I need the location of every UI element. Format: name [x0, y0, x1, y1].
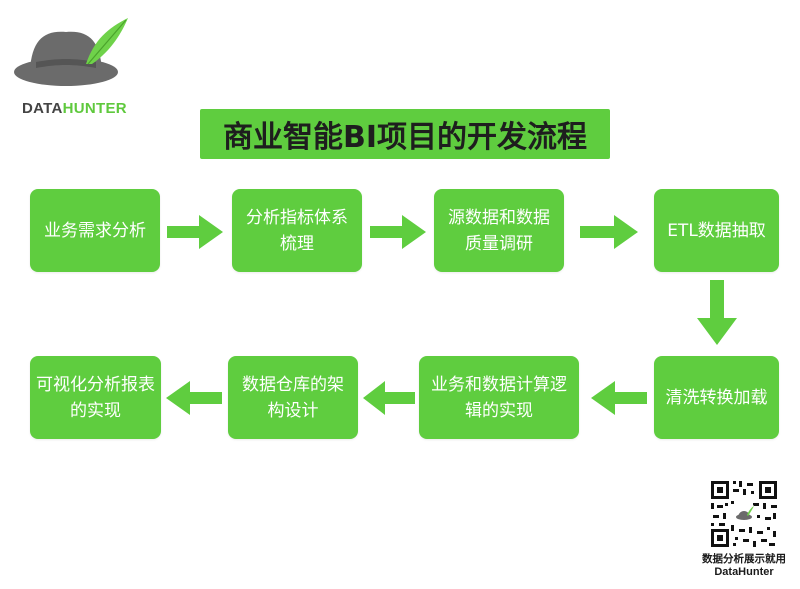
hat-with-feather-icon [14, 18, 128, 86]
step-box-5: 清洗转换加载 [654, 356, 779, 439]
brand-wordmark-part2: HUNTER [62, 100, 127, 117]
step-box-7: 数据仓库的架构设计 [228, 356, 358, 439]
arrow-down-icon [697, 280, 737, 345]
arrow-right-icon [580, 215, 638, 249]
brand-wordmark: DATAHUNTER [22, 100, 127, 117]
step-box-4: ETL数据抽取 [654, 189, 779, 272]
qr-caption-line2: DataHunter [714, 566, 774, 578]
step-box-1: 业务需求分析 [30, 189, 160, 272]
arrow-right-icon [167, 215, 223, 249]
arrow-left-icon [166, 381, 222, 415]
arrow-left-icon [591, 381, 647, 415]
diagram-title: 商业智能BI项目的开发流程 [200, 109, 610, 159]
brand-logo: DATAHUNTER [8, 10, 133, 117]
step-box-6: 业务和数据计算逻辑的实现 [419, 356, 579, 439]
qr-code-icon [709, 479, 779, 549]
arrow-left-icon [363, 381, 415, 415]
qr-caption-line1: 数据分析展示就用 [702, 553, 786, 565]
step-box-2: 分析指标体系梳理 [232, 189, 362, 272]
step-box-3: 源数据和数据质量调研 [434, 189, 564, 272]
brand-wordmark-part1: DATA [22, 100, 63, 117]
step-box-8: 可视化分析报表的实现 [30, 356, 161, 439]
arrow-right-icon [370, 215, 426, 249]
